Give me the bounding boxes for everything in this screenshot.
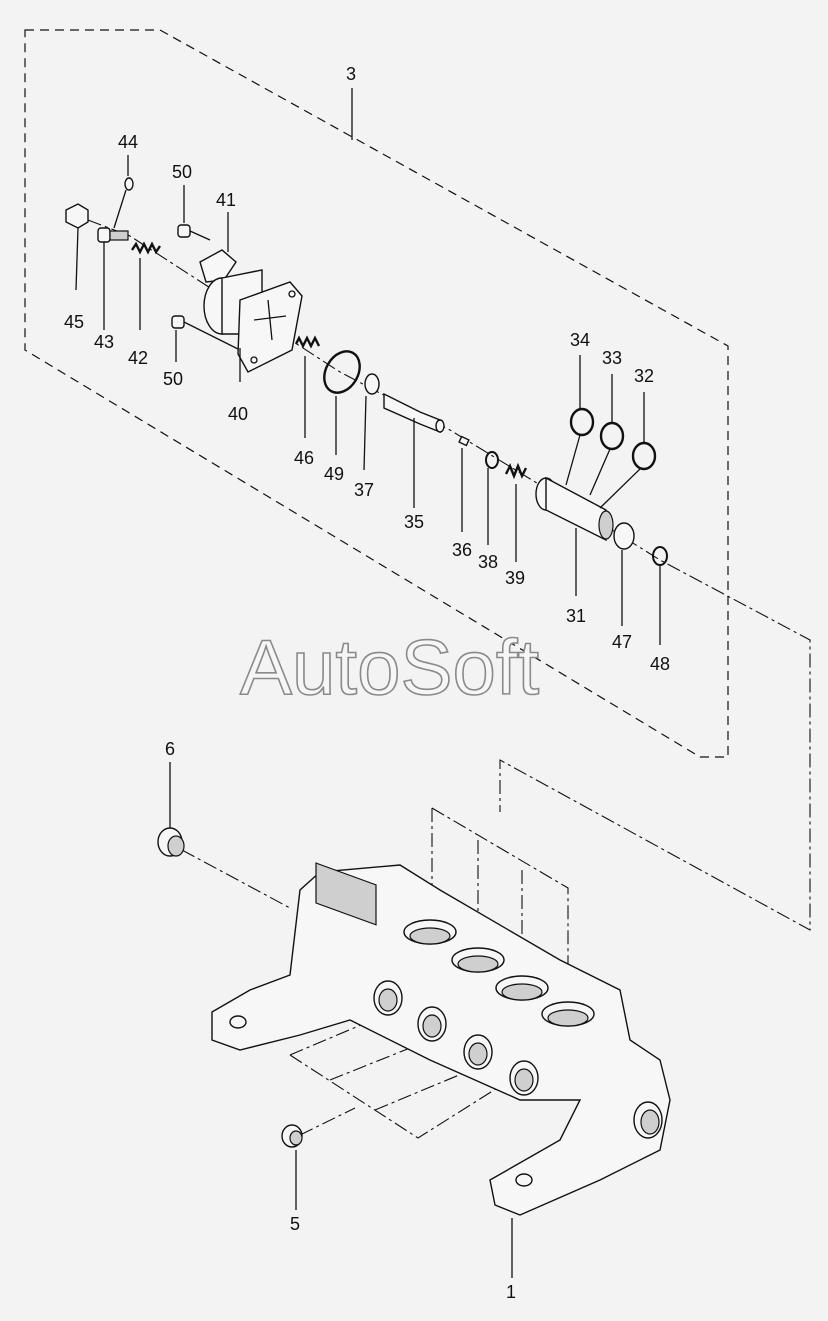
callout-46: 46 bbox=[294, 448, 314, 468]
callout-50-top: 50 bbox=[172, 162, 192, 182]
o-ring-34 bbox=[569, 407, 595, 437]
assembly-3-boundary bbox=[24, 29, 729, 758]
spring-46 bbox=[294, 335, 321, 349]
assembly-axis-line bbox=[87, 219, 811, 931]
spring-42 bbox=[131, 241, 161, 255]
callout-50-bottom: 50 bbox=[163, 369, 183, 389]
snap-ring-48 bbox=[652, 546, 668, 566]
callout-36: 36 bbox=[452, 540, 472, 560]
plug-6 bbox=[157, 762, 185, 857]
pin-36 bbox=[458, 435, 470, 447]
callout-44: 44 bbox=[118, 132, 138, 152]
callout-31: 31 bbox=[566, 606, 586, 626]
screw-43 bbox=[97, 227, 129, 330]
plug-5 bbox=[281, 1124, 303, 1210]
callout-34: 34 bbox=[570, 330, 590, 350]
callout-47: 47 bbox=[612, 632, 632, 652]
callout-35: 35 bbox=[404, 512, 424, 532]
valve-body-1 bbox=[211, 862, 671, 1278]
callout-49: 49 bbox=[324, 464, 344, 484]
callout-1: 1 bbox=[506, 1282, 516, 1302]
ring-38 bbox=[485, 451, 499, 469]
solenoid-40 bbox=[203, 269, 303, 382]
o-ring-49 bbox=[323, 350, 361, 394]
callout-45: 45 bbox=[64, 312, 84, 332]
plug-5-line bbox=[299, 1107, 356, 1136]
callout-48: 48 bbox=[650, 654, 670, 674]
callout-40: 40 bbox=[228, 404, 248, 424]
o-ring-33 bbox=[599, 421, 625, 451]
callout-43: 43 bbox=[94, 332, 114, 352]
sleeve-31 bbox=[535, 476, 614, 596]
bolt-50-top bbox=[177, 185, 211, 241]
callout-39: 39 bbox=[505, 568, 525, 588]
callout-6: 6 bbox=[165, 739, 175, 759]
callout-5: 5 bbox=[290, 1214, 300, 1234]
washer-47 bbox=[613, 522, 635, 550]
callout-33: 33 bbox=[602, 348, 622, 368]
bolt-50-bottom bbox=[171, 315, 241, 362]
callout-38: 38 bbox=[478, 552, 498, 572]
callout-42: 42 bbox=[128, 348, 148, 368]
o-ring-32 bbox=[631, 441, 657, 471]
connector-41 bbox=[199, 212, 237, 283]
nut-45 bbox=[65, 203, 89, 291]
callout-32: 32 bbox=[634, 366, 654, 386]
seat-37 bbox=[364, 373, 380, 395]
callout-3: 3 bbox=[346, 64, 356, 84]
spool-guide-lines bbox=[431, 807, 569, 990]
spring-39 bbox=[504, 462, 528, 480]
watermark: AutoSoft bbox=[240, 623, 540, 711]
port-guide-lines bbox=[289, 999, 511, 1139]
o-ring-44 bbox=[124, 177, 134, 191]
callout-37: 37 bbox=[354, 480, 374, 500]
spool-35 bbox=[383, 392, 445, 508]
plug-6-line bbox=[181, 849, 291, 909]
callout-41: 41 bbox=[216, 190, 236, 210]
